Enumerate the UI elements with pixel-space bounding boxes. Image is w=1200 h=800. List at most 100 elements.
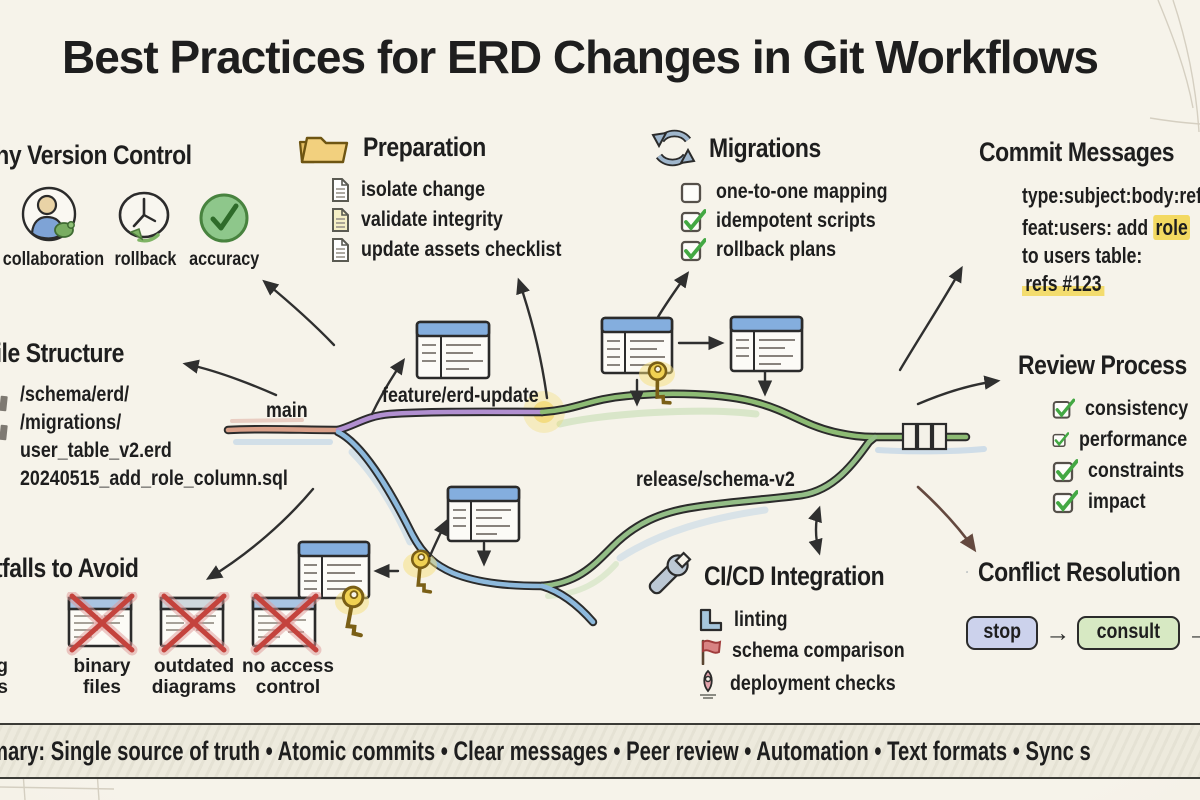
checklist-item: one-to-one mapping [680,179,918,204]
checkbox-checked-icon [1052,432,1069,448]
arrow-to-preparation [516,277,549,400]
refresh-arrows-icon [651,129,696,167]
wrench-icon [648,551,692,595]
section-conflict: Conflict Resolution stop → consult → dis… [966,549,1200,650]
arrow-to-pitfalls [205,487,315,580]
checkbox-checked-icon [1052,398,1075,419]
checklist-item: idempotent scripts [680,208,918,233]
file-path: /migrations/ [20,411,122,434]
checklist-item: constraints [1052,458,1200,483]
right-arrow-icon: → [1187,618,1200,647]
checkbox-checked-icon [680,238,706,262]
branch-shading [230,407,987,599]
step-consult: consult [1077,616,1180,650]
person-collaboration-icon [21,186,77,242]
key-icon-3 [341,585,365,638]
accuracy-label: accuracy [188,249,260,270]
branch-colors [225,391,969,625]
erd-table-card-lower-mid [446,485,521,543]
pitfall-icon-no-access [248,592,322,656]
migrations-title: Migrations [709,132,821,163]
right-arrow-icon: → [1045,618,1071,647]
document-icon [332,238,349,262]
arrow-to-commit-messages [898,265,963,372]
section-cicd: CI/CD Integration linting schema compari… [638,551,935,703]
section-version-control-title: Why Version Control [0,140,192,170]
file-structure-title: File Structure [0,338,124,368]
summary-band: mary: Single source of truth • Atomic co… [0,723,1200,779]
brain-icon [966,571,968,573]
erd-table-card-mid2 [729,315,804,373]
branch-label-feature: feature/erd-update [382,384,539,407]
folder-icon [298,136,349,164]
conflict-title: Conflict Resolution [978,556,1181,587]
branch-label-release: release/schema-v2 [636,468,795,491]
ruler-icon [699,608,723,632]
document-icon [332,178,349,202]
arrow-to-feature-table [370,358,406,416]
summary-text: mary: Single source of truth • Atomic co… [0,735,1091,766]
pitfall-icon-binary [64,592,138,656]
file-structure-items: /schema/erd/ /migrations/ user_table_v2.… [20,381,335,493]
checklist-item: performance [1052,427,1200,452]
pitfall-icon-outdated [156,592,230,656]
checklist-item: impact [1052,489,1200,514]
file-path: /schema/erd/ [20,383,130,406]
arrow-to-version-control [262,279,336,347]
commit-example-line1: feat:users: add role [1022,214,1191,242]
commit-format: type:subject:body:refs [1022,183,1200,208]
list-item: validate integrity [330,207,597,233]
list-item: update assets checklist [330,237,597,263]
section-preparation: Preparation isolate change validate inte… [296,126,597,267]
rollback-label: rollback [114,249,176,270]
collaboration-label: l collaboration [2,249,105,270]
step-stop: stop [966,616,1039,650]
erd-table-card-mid1 [600,316,674,375]
erd-table-card-lower-left [297,540,371,600]
commit-message-lines: type:subject:body:refs feat:users: add r… [1022,182,1200,298]
flag-icon [701,639,722,665]
arrow-to-conflict [916,485,977,553]
file-name: 20240515_add_role_column.sql [20,467,288,490]
rocket-icon [700,669,716,699]
section-migrations: Migrations one-to-one mapping idempotent… [650,126,918,266]
list-item: isolate change [330,177,597,203]
section-commit-messages: Commit Messages type:subject:body:refs f… [968,134,1200,298]
conflict-steps: stop → consult → discuss → [966,616,1200,650]
arrow-to-review [916,375,1001,406]
highlighted-role: role [1153,215,1191,240]
arrow-curve-to-lower-table [428,518,448,558]
checklist-item: consistency [1052,396,1200,421]
commit-example-line2: to users table: [1022,243,1143,268]
section-file-structure: File Structure /schema/erd/ /migrations/… [0,338,335,493]
arrow-to-migrations [656,271,690,319]
clock-rollback-icon [118,191,170,243]
branch-label-main: main [266,399,308,422]
migrations-items: one-to-one mapping idempotent scripts ro… [680,179,918,262]
key-icon-2 [410,549,433,594]
preparation-title: Preparation [363,131,486,162]
crossed-window-icon [66,592,138,656]
file-name: user_table_v2.erd [20,439,172,462]
arrow-to-file-structure [182,359,278,397]
version-control-item-accuracy: accuracy [188,192,260,271]
commit-messages-title: Commit Messages [979,136,1175,167]
check-circle-icon [199,193,249,243]
list-item: linting [696,607,935,633]
arrow-cicd-double [808,505,823,556]
checkbox-unchecked-icon [680,182,702,204]
section-review: Review Process consistency performance c… [1006,342,1200,518]
preparation-items: isolate change validate integrity update… [330,177,597,263]
review-items: consistency performance constraints impa… [1052,396,1200,514]
checkbox-checked-icon [1052,459,1078,483]
document-icon [332,208,349,232]
key-icon-1 [647,361,672,405]
page-title: Best Practices for ERD Changes in Git Wo… [62,30,1099,84]
review-title: Review Process [1018,349,1187,380]
